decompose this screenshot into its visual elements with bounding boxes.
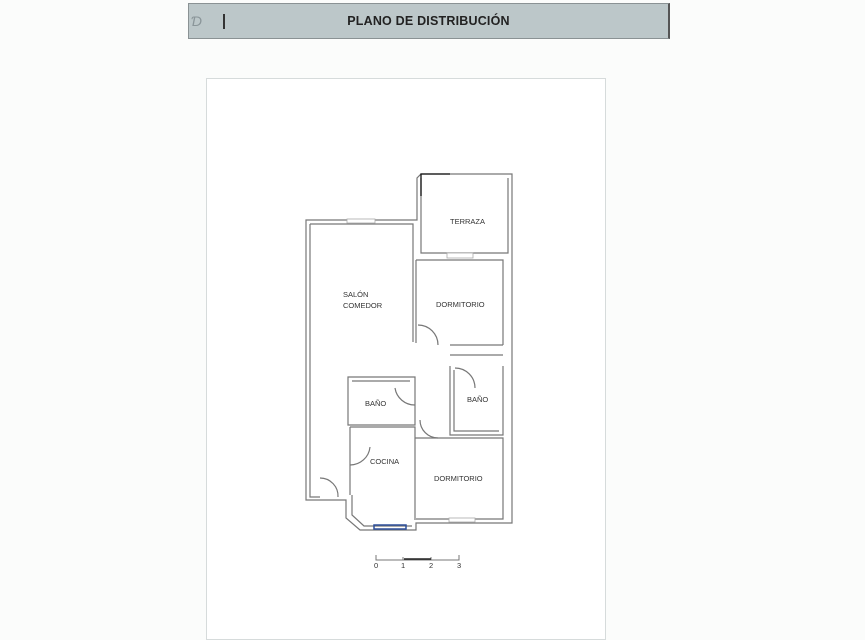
scale-label: 2 [429,561,433,570]
room-label-bano-left: BAÑO [365,399,386,408]
scale-label: 3 [457,561,461,570]
header-divider [223,14,225,29]
room-label-terraza: TERRAZA [450,217,485,226]
scale-label: 0 [374,561,378,570]
scale-label: 1 [401,561,405,570]
scale-bar: 0 1 2 3 [374,555,461,570]
room-label-dormitorio-1: DORMITORIO [436,300,485,309]
walls [305,173,513,531]
logo-mark: Ɗ [191,13,202,29]
room-label-cocina: COCINA [370,457,399,466]
room-label-salon: SALÓN [343,290,368,299]
room-label-comedor: COMEDOR [343,301,383,310]
plan-sheet [206,78,606,640]
page-title: PLANO DE DISTRIBUCIÓN [347,14,510,28]
room-label-dormitorio-2: DORMITORIO [434,474,483,483]
floor-plan: TERRAZA SALÓN COMEDOR DORMITORIO BAÑO BA… [305,173,513,570]
header-bar: Ɗ PLANO DE DISTRIBUCIÓN [188,3,670,39]
kitchen-window-highlight [373,524,407,530]
room-label-bano-right: BAÑO [467,395,488,404]
